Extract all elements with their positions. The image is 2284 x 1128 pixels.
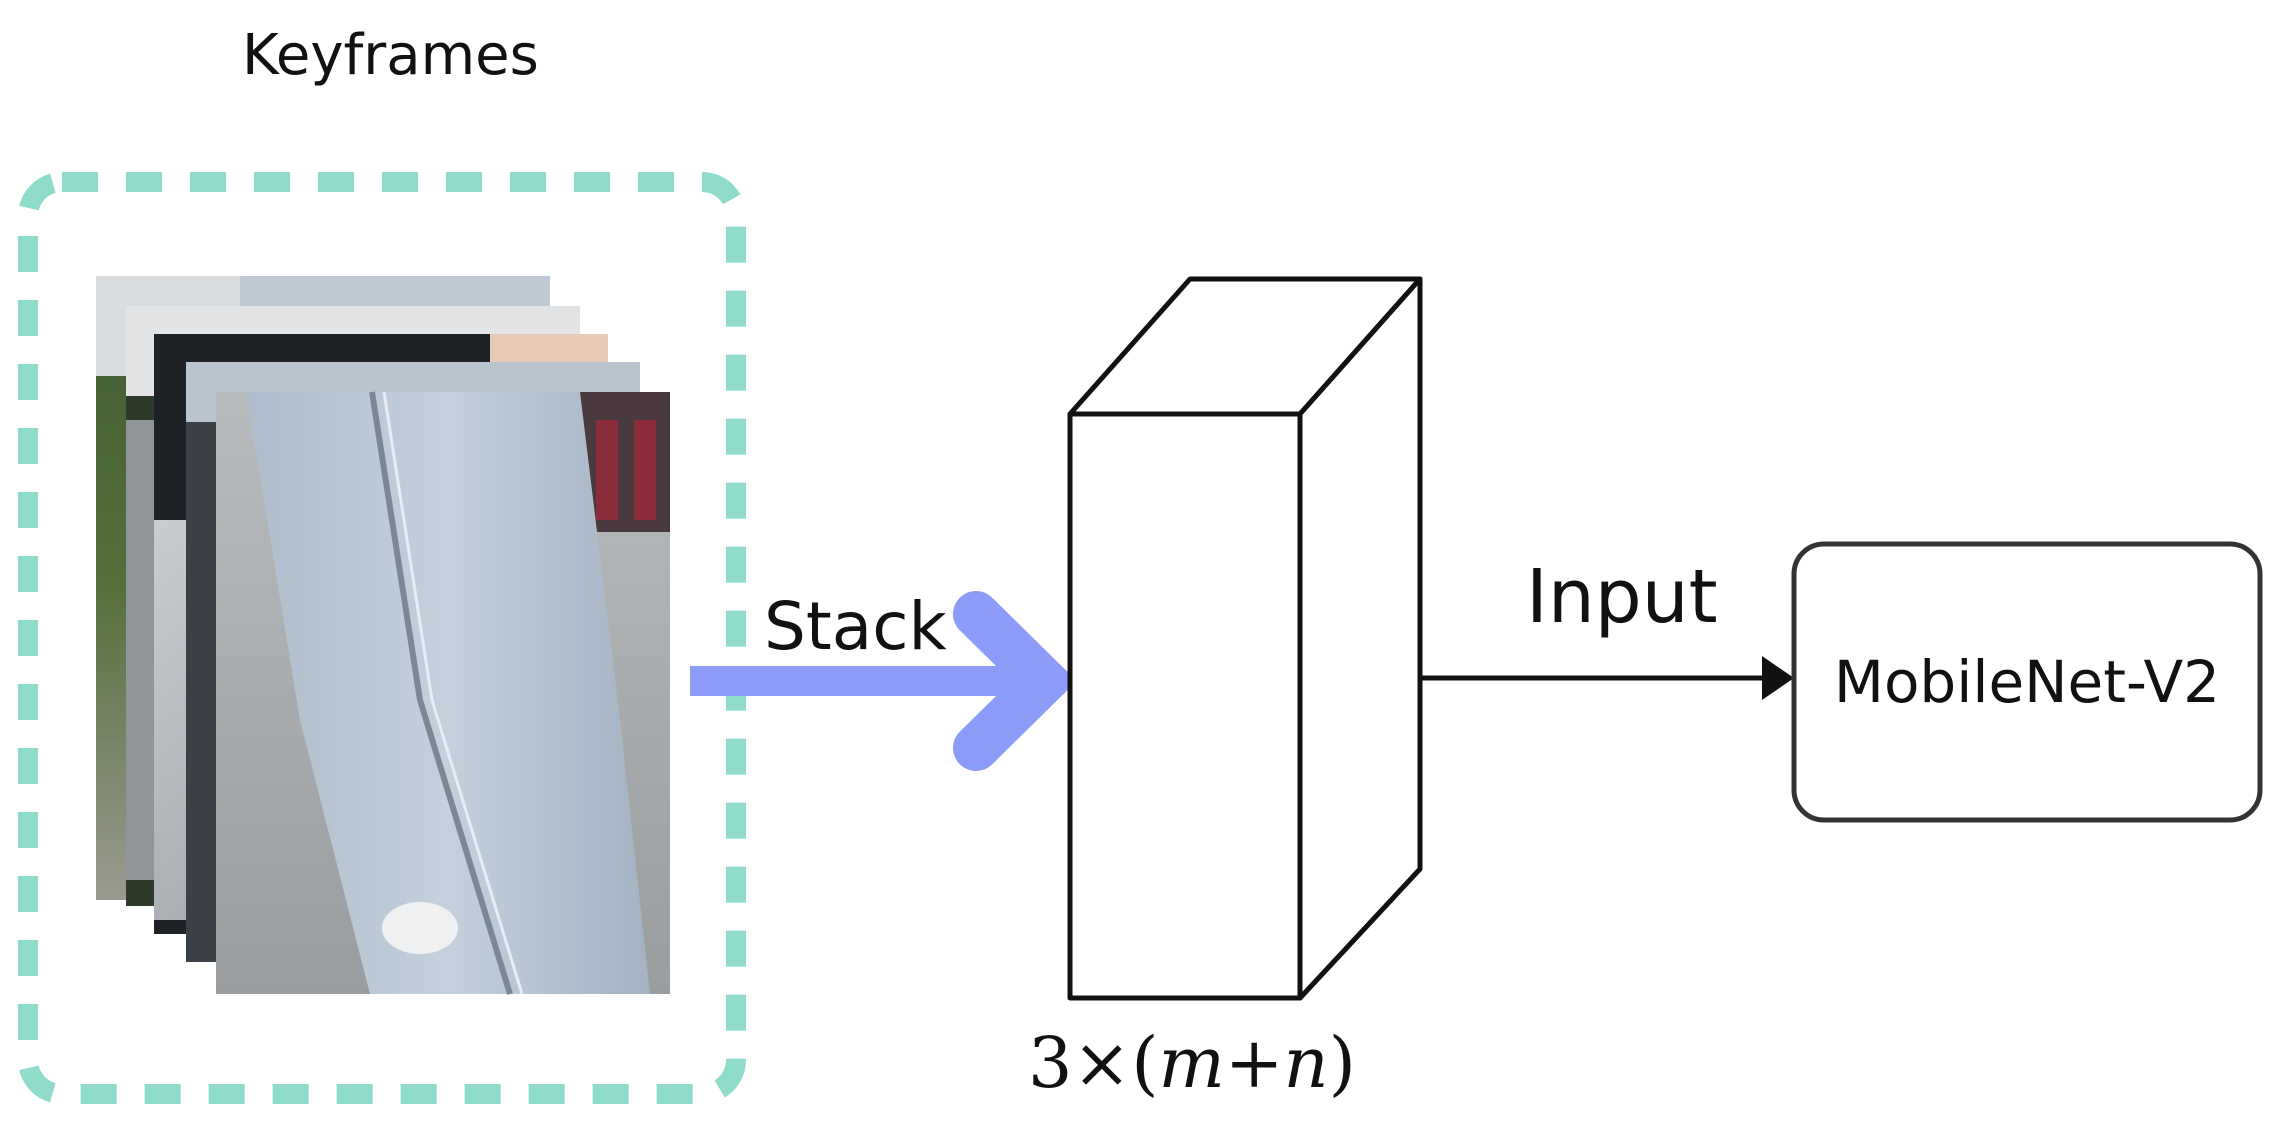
mobilenet-label: MobileNet-V2 (1833, 648, 2221, 716)
keyframes-title: Keyframes (242, 23, 539, 88)
input-label: Input (1526, 554, 1718, 640)
stacked-tensor-block (1067, 276, 1423, 1001)
dimension-m: m (1158, 1022, 1225, 1104)
dimension-plus: + (1224, 1022, 1284, 1104)
keyframe-photo-5 (216, 391, 670, 995)
dimension-n: n (1283, 1022, 1329, 1104)
keyframes-group-frame (18, 172, 746, 1104)
dimension-prefix: 3×( (1028, 1022, 1159, 1104)
keyframe-stack (96, 276, 670, 995)
stack-label: Stack (764, 588, 947, 665)
tensor-dimension-label: 3×(m+n) (1028, 1028, 1356, 1098)
input-arrow (1420, 656, 1794, 700)
stack-arrow (690, 591, 1077, 771)
mobilenet-box (1791, 541, 2263, 823)
dimension-suffix: ) (1328, 1022, 1356, 1104)
